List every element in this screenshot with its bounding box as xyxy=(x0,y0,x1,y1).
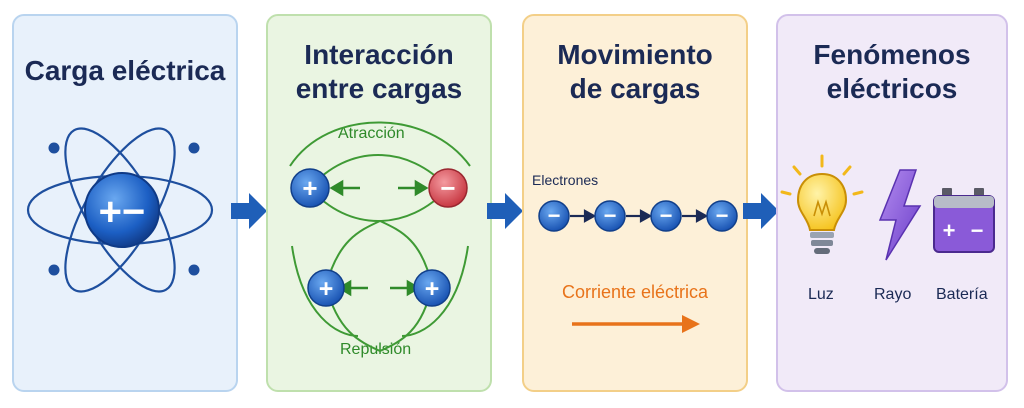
panel-title: Carga eléctrica xyxy=(24,55,226,86)
atom-icon: +− xyxy=(26,127,214,293)
panel-charge: Carga eléctrica +− xyxy=(12,14,238,392)
svg-text:−: − xyxy=(604,203,617,228)
battery-icon: + − xyxy=(933,188,995,253)
panel-interaction: Interacción entre cargas Atracción Repul… xyxy=(266,14,492,392)
panel-title-line1: Fenómenos xyxy=(813,39,971,70)
flow-arrow-icon xyxy=(231,193,267,229)
svg-text:−: − xyxy=(971,218,984,243)
svg-text:−: − xyxy=(548,203,561,228)
charge-interaction-diagram: + − + + xyxy=(289,121,471,352)
lightning-icon xyxy=(878,169,922,261)
positive-charge-icon: + xyxy=(290,168,330,208)
svg-text:+: + xyxy=(302,173,317,203)
item-label-battery: Batería xyxy=(936,286,988,303)
panel-title-line1: Movimiento xyxy=(557,39,713,70)
svg-text:+: + xyxy=(319,275,334,303)
item-label-lightning: Rayo xyxy=(874,286,912,303)
panel-title-line2: entre cargas xyxy=(295,73,463,104)
svg-text:+: + xyxy=(943,218,956,243)
panel-movement: Movimiento de cargas Electrones Corrient… xyxy=(522,14,748,392)
item-label-light: Luz xyxy=(808,286,834,303)
electron-flow-diagram: − − − − xyxy=(538,200,738,333)
panel-title-line1: Interacción xyxy=(304,39,454,70)
svg-text:−: − xyxy=(440,173,455,203)
current-arrow-icon xyxy=(572,315,700,333)
electron-icon: − xyxy=(706,200,738,232)
svg-text:+: + xyxy=(425,275,440,303)
electron-icon: − xyxy=(650,200,682,232)
negative-charge-icon: − xyxy=(428,168,468,208)
panel-title-line2: eléctricos xyxy=(826,73,958,104)
phenomena-icons: + − xyxy=(780,154,995,261)
flow-arrow-icon xyxy=(743,193,779,229)
positive-charge-icon: + xyxy=(413,269,451,307)
atom-core xyxy=(84,172,160,248)
electron-icon: − xyxy=(538,200,570,232)
electron-icon: − xyxy=(594,200,626,232)
panel-phenomena: Fenómenos eléctricos xyxy=(776,14,1008,392)
electrons-label: Electrones xyxy=(532,172,599,188)
flow-arrow-icon xyxy=(487,193,523,229)
lightbulb-icon xyxy=(780,154,864,254)
current-label: Corriente eléctrica xyxy=(562,282,709,302)
atom-core-symbol: +− xyxy=(99,190,146,234)
panel-title-line2: de cargas xyxy=(569,73,701,104)
positive-charge-icon: + xyxy=(307,269,345,307)
svg-text:−: − xyxy=(716,203,729,228)
attraction-label: Atracción xyxy=(338,125,405,142)
svg-text:−: − xyxy=(660,203,673,228)
